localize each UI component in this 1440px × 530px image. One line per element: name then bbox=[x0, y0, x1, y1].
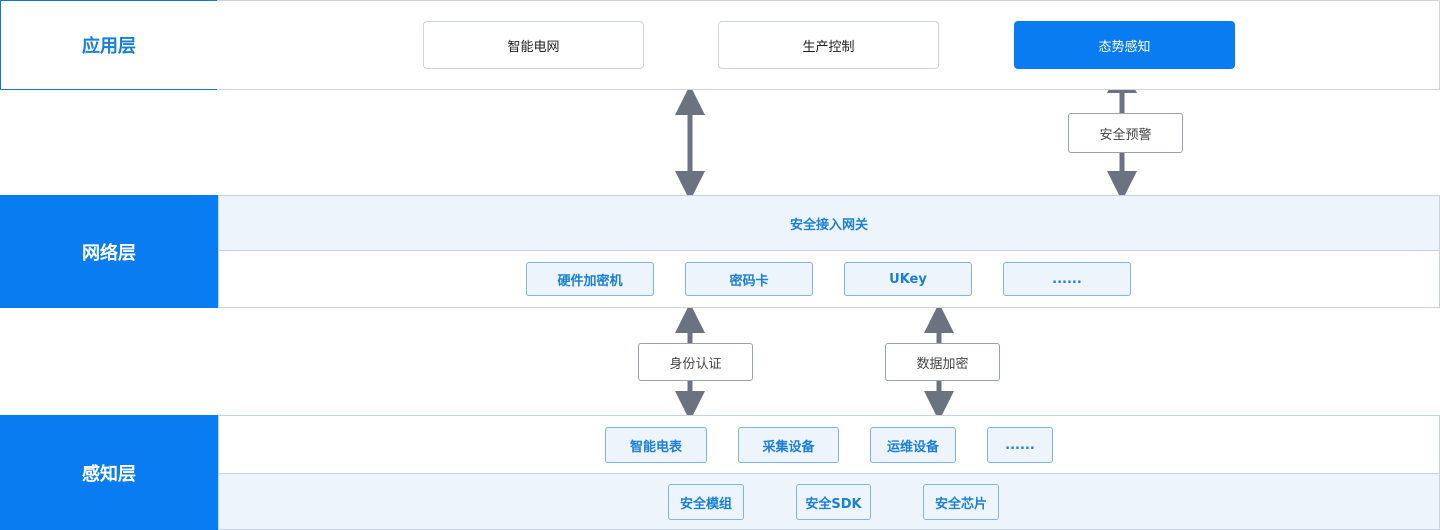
network-layer-label: 网络层 bbox=[0, 195, 218, 308]
network-item-more[interactable]: ...... bbox=[1003, 262, 1131, 296]
app-item-label: 生产控制 bbox=[802, 39, 855, 55]
app-item-production-control[interactable]: 生产控制 bbox=[718, 21, 939, 69]
device-collection-equipment[interactable]: 采集设备 bbox=[738, 427, 839, 463]
network-devices-row bbox=[218, 250, 1440, 308]
network-item-hardware-encryptor[interactable]: 硬件加密机 bbox=[526, 262, 654, 296]
application-layer-area: 智能电网 生产控制 态势感知 bbox=[217, 0, 1440, 90]
perception-layer-title: 感知层 bbox=[82, 463, 136, 485]
data-encryption-tag: 数据加密 bbox=[885, 343, 1000, 381]
identity-auth-tag: 身份认证 bbox=[638, 343, 753, 381]
application-layer-title: 应用层 bbox=[82, 36, 136, 57]
device-ops-equipment[interactable]: 运维设备 bbox=[870, 427, 956, 463]
device-smart-meter[interactable]: 智能电表 bbox=[605, 427, 707, 463]
module-security-module[interactable]: 安全模组 bbox=[668, 484, 744, 520]
security-gateway-label: 安全接入网关 bbox=[789, 217, 868, 233]
network-item-ukey[interactable]: UKey bbox=[844, 262, 972, 296]
network-layer-title: 网络层 bbox=[82, 242, 136, 264]
network-item-crypto-card[interactable]: 密码卡 bbox=[685, 262, 813, 296]
early-warning-tag: 安全预警 bbox=[1068, 113, 1183, 153]
app-item-label: 智能电网 bbox=[507, 39, 560, 55]
module-security-chip[interactable]: 安全芯片 bbox=[923, 484, 999, 520]
app-item-label: 态势感知 bbox=[1098, 39, 1151, 55]
perception-layer-label: 感知层 bbox=[0, 415, 218, 530]
app-item-smart-grid[interactable]: 智能电网 bbox=[423, 21, 644, 69]
app-item-situational-awareness[interactable]: 态势感知 bbox=[1014, 21, 1235, 69]
module-security-sdk[interactable]: 安全SDK bbox=[796, 484, 871, 520]
device-more[interactable]: ...... bbox=[987, 427, 1053, 463]
security-gateway-bar: 安全接入网关 bbox=[218, 195, 1440, 251]
application-layer-label: 应用层 bbox=[0, 0, 218, 90]
